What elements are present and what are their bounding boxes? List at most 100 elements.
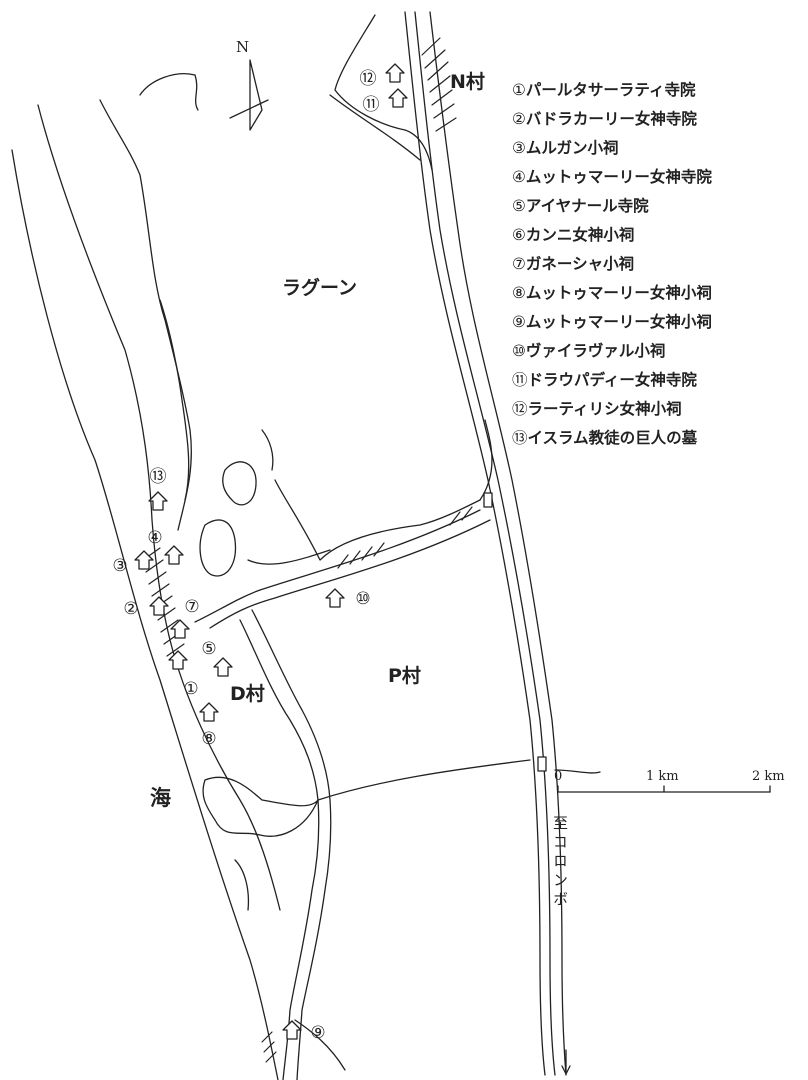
shrine-marker-12: ⑫: [360, 63, 405, 89]
scale-one: 1 km: [646, 769, 679, 784]
house-arrow-icon: [164, 545, 184, 565]
lagoon-north-shore: [139, 73, 199, 111]
legend-number: ⑩: [512, 342, 526, 360]
hatch-south: [261, 1031, 277, 1063]
coastline: [11, 149, 279, 1080]
marker-number-label: ⑦: [184, 597, 199, 617]
south-lagoon: [202, 776, 319, 837]
legend-number: ⑫: [512, 400, 528, 418]
marker-number-label: ④: [147, 528, 162, 548]
river-center-east: [251, 609, 332, 1080]
house-arrow-icon: [325, 588, 345, 608]
shrine-marker-10: ⑩: [325, 588, 371, 609]
house-arrow-icon: [213, 657, 233, 677]
road-p-south: [317, 759, 531, 801]
bridge-icon: [483, 492, 493, 508]
house-arrow-icon: [385, 63, 405, 83]
shrine-marker-13: ⑬: [148, 467, 168, 511]
marker-number-label: ⑬: [150, 467, 167, 487]
marker-number-label: ①: [183, 679, 198, 699]
house-arrow-icon: [199, 702, 219, 722]
shrine-marker-9: ⑨: [282, 1020, 326, 1043]
legend-item: ⑫ラーティリシ女神小祠: [512, 395, 712, 424]
canal-east-bank: [414, 11, 556, 1076]
shrine-marker-7: ⑦: [170, 597, 200, 639]
legend-item: ②バドラカーリー女神寺院: [512, 105, 712, 134]
road-east: [554, 769, 601, 774]
south-inlet: [234, 859, 250, 911]
lagoon-island-2: [222, 461, 257, 506]
legend-number: ⑥: [512, 226, 526, 244]
shrine-marker-4: ④: [147, 528, 184, 565]
legend-item: ①パールタサーラティ寺院: [512, 76, 712, 105]
shrine-marker-1: ①: [168, 650, 199, 699]
legend-name: パールタサーラティ寺院: [525, 81, 696, 99]
marker-number-label: ⑫: [360, 69, 377, 89]
canal-east-bank-outer: [429, 11, 567, 1076]
lagoon-shore-east: [274, 479, 481, 561]
road-d-to-junction-2: [209, 519, 491, 629]
river-center-west: [239, 619, 320, 1080]
scale-zero: 0: [554, 769, 562, 784]
marker-number-label: ⑤: [201, 639, 216, 659]
legend-item: ⑨ムットゥマーリー女神小祠: [512, 308, 712, 337]
legend-item: ⑧ムットゥマーリー女神小祠: [512, 279, 712, 308]
legend-item: ④ムットゥマーリー女神寺院: [512, 163, 712, 192]
hatch-p-road: [337, 506, 473, 569]
scale-bar: [557, 785, 771, 793]
legend-item: ⑤アイヤナール寺院: [512, 192, 712, 221]
arrow-down-icon: [561, 1049, 571, 1075]
house-arrow-icon: [168, 650, 188, 670]
lagoon-shore-mid: [247, 549, 331, 565]
lagoon-island-1: [199, 519, 237, 577]
legend-number: ⑦: [512, 255, 526, 273]
legend-name: バドラカーリー女神寺院: [525, 110, 697, 128]
legend-name: ムルガン小祠: [525, 139, 619, 157]
shrine-marker-11: ⑪: [363, 88, 408, 115]
legend-name: ラーティリシ女神小祠: [527, 400, 682, 418]
shrine-marker-8: ⑧: [199, 702, 219, 749]
legend-number: ①: [512, 81, 526, 99]
legend-number: ②: [512, 110, 526, 128]
scale-two: 2 km: [752, 769, 785, 784]
marker-number-label: ②: [123, 599, 138, 619]
legend-name: ガネーシャ小祠: [525, 255, 635, 273]
marker-number-label: ③: [112, 556, 127, 576]
legend-number: ⑪: [512, 371, 528, 389]
lagoon-shore-west: [99, 99, 192, 531]
canal-west-bank: [404, 11, 546, 1076]
legend-number: ④: [512, 168, 526, 186]
sea-label: 海: [150, 786, 171, 810]
village-n-label: N村: [450, 70, 485, 93]
legend-item: ⑪ドラウパディー女神寺院: [512, 366, 712, 395]
sand-strip-edge: [37, 104, 281, 911]
house-arrow-icon: [282, 1020, 302, 1040]
legend-name: ドラウパディー女神寺院: [527, 371, 697, 389]
marker-number-label: ⑩: [355, 589, 370, 609]
legend-item: ⑬イスラム教徒の巨人の墓: [512, 424, 712, 453]
bridge-icon: [537, 756, 547, 772]
to-colombo-label: 至コロンボ: [551, 815, 569, 910]
lagoon-label: ラグーン: [282, 276, 357, 299]
legend-item: ⑥カンニ女神小祠: [512, 221, 712, 250]
marker-number-label: ⑧: [201, 729, 216, 749]
road-d-to-junction: [194, 509, 481, 623]
house-arrow-icon: [170, 619, 190, 639]
legend-item: ⑩ヴァイラヴァル小祠: [512, 337, 712, 366]
n-village-shore-2: [329, 94, 421, 161]
shrine-marker-5: ⑤: [201, 639, 233, 677]
marker-number-label: ⑨: [310, 1023, 325, 1043]
legend-number: ⑬: [512, 429, 528, 447]
legend-name: ムットゥマーリー女神小祠: [525, 313, 712, 331]
hatch-n-village: [421, 37, 457, 132]
house-arrow-icon: [148, 491, 168, 511]
legend-number: ③: [512, 139, 526, 157]
legend-number: ⑧: [512, 284, 526, 302]
legend-name: ムットゥマーリー女神寺院: [525, 168, 712, 186]
creek: [159, 299, 190, 501]
north-label: N: [236, 38, 249, 56]
legend-name: アイヤナール寺院: [525, 197, 649, 215]
